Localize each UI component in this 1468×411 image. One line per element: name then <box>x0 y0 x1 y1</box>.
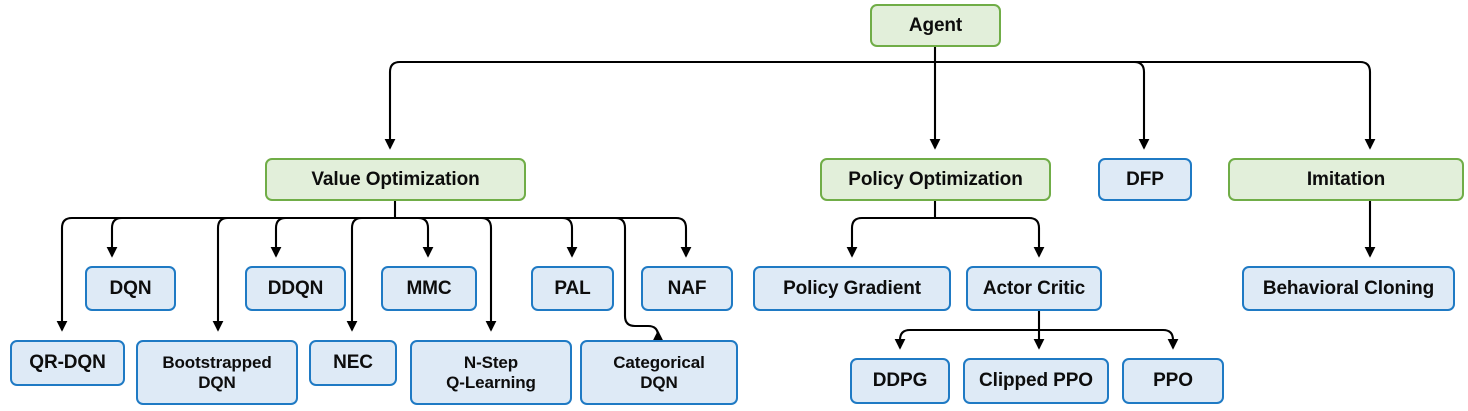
node-ppo[interactable]: PPO <box>1122 358 1224 404</box>
node-n-step-q-learning[interactable]: N-Step Q-Learning <box>410 340 572 405</box>
node-dfp[interactable]: DFP <box>1098 158 1192 201</box>
node-policy-optimization[interactable]: Policy Optimization <box>820 158 1051 201</box>
node-ddqn[interactable]: DDQN <box>245 266 346 311</box>
edge-ac-to-ddpg <box>894 328 1039 350</box>
node-imitation[interactable]: Imitation <box>1228 158 1464 201</box>
node-mmc[interactable]: MMC <box>381 266 477 311</box>
edge-vo-to-bootstrapped-dqn <box>212 216 395 332</box>
edge-agent-to-imitation <box>935 60 1376 150</box>
edge-vo-to-mmc <box>395 216 434 258</box>
node-policy-gradient[interactable]: Policy Gradient <box>753 266 951 311</box>
edge-vo-to-naf <box>395 216 692 258</box>
edge-ac-to-ppo <box>1039 328 1179 350</box>
node-categorical-dqn[interactable]: Categorical DQN <box>580 340 738 405</box>
node-ddpg[interactable]: DDPG <box>850 358 950 404</box>
node-dqn[interactable]: DQN <box>85 266 176 311</box>
edge-po-to-actor-critic <box>935 216 1045 258</box>
node-value-optimization[interactable]: Value Optimization <box>265 158 526 201</box>
node-behavioral-cloning[interactable]: Behavioral Cloning <box>1242 266 1455 311</box>
node-qr-dqn[interactable]: QR-DQN <box>10 340 125 386</box>
edge-vo-to-qr-dqn <box>56 216 395 332</box>
edge-agent-to-dfp <box>935 60 1150 150</box>
edge-vo-to-pal <box>395 216 578 258</box>
node-bootstrapped-dqn[interactable]: Bootstrapped DQN <box>136 340 298 405</box>
edge-vo-to-nec <box>346 216 395 332</box>
edge-vo-to-ddqn <box>270 216 395 258</box>
node-agent[interactable]: Agent <box>870 4 1001 47</box>
node-pal[interactable]: PAL <box>531 266 614 311</box>
edge-vo-to-categorical-dqn <box>395 216 664 342</box>
node-naf[interactable]: NAF <box>641 266 733 311</box>
node-actor-critic[interactable]: Actor Critic <box>966 266 1102 311</box>
edge-po-to-policy-gradient <box>846 216 935 258</box>
node-clipped-ppo[interactable]: Clipped PPO <box>963 358 1109 404</box>
edge-agent-to-value-optimization <box>384 60 935 150</box>
node-nec[interactable]: NEC <box>309 340 397 386</box>
